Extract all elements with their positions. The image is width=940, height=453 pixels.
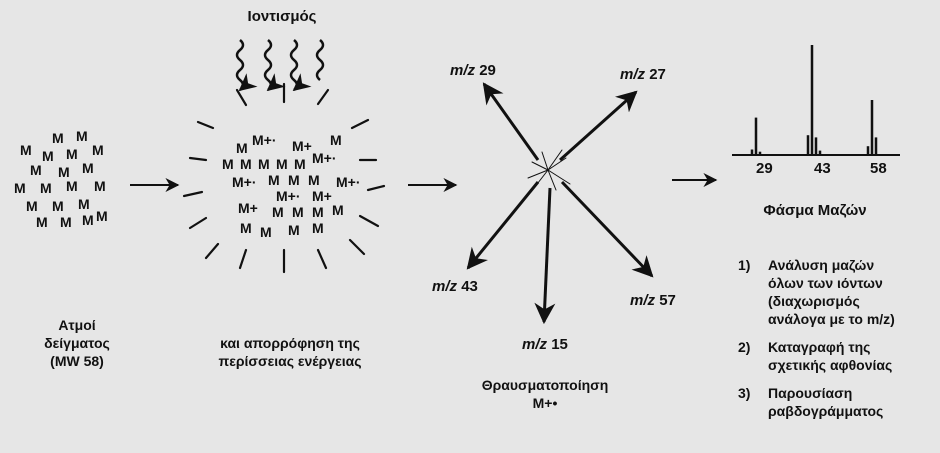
molecule: M (92, 142, 104, 158)
molecule: M (20, 142, 32, 158)
molecule: M (52, 198, 64, 214)
molecule: M (40, 180, 52, 196)
energy-rays (182, 82, 386, 274)
fragmentation-burst (527, 149, 571, 191)
ion: M+· (276, 188, 301, 204)
mass-spectrum (732, 45, 900, 156)
step-text: όλων των ιόντων (768, 275, 883, 291)
molecule: M (58, 164, 70, 180)
wavy-arrow (315, 39, 325, 81)
molecule: M (240, 220, 252, 236)
spectrum-tick-label: 29 (756, 160, 773, 177)
ionization-label: Ιοντισμός (247, 8, 317, 25)
step-text: Καταγραφή της (768, 339, 871, 355)
step-text: ανάλογα με το m/z) (768, 311, 895, 327)
molecule: M (260, 224, 272, 240)
molecule: M (312, 220, 324, 236)
step-number: 2) (738, 339, 751, 355)
step-item: 3) Παρουσίαση ραβδογράμματος (738, 384, 938, 420)
step-text: Ανάλυση μαζών (768, 257, 875, 273)
molecule: M (14, 180, 26, 196)
spectrum-tick-label: 43 (814, 160, 831, 177)
fragmentation-caption: Θραυσματοποίηση M+• (470, 376, 620, 412)
molecule: M (240, 156, 252, 172)
molecule: M (76, 128, 88, 144)
ion: M+· (252, 132, 277, 148)
molecule: M (66, 146, 78, 162)
ion: M+ (238, 200, 258, 216)
wavy-arrows (235, 39, 325, 92)
ion: M+· (232, 174, 257, 190)
molecule: M (78, 196, 90, 212)
molecule: M (288, 172, 300, 188)
molecule: M (268, 172, 280, 188)
molecule: M (272, 204, 284, 220)
step-text: σχετικής αφθονίας (768, 357, 893, 373)
wavy-arrow (263, 39, 286, 92)
fragment-arrow-29 (482, 82, 540, 161)
molecule: M (96, 208, 108, 224)
molecule: M (42, 148, 54, 164)
molecule: M (30, 162, 42, 178)
molecule: M (94, 178, 106, 194)
wavy-arrow (289, 39, 312, 92)
fragment-arrow-15 (534, 187, 556, 325)
sample-caption-line: Ατμοί (58, 317, 96, 333)
molecule: M (82, 212, 94, 228)
molecule: M (66, 178, 78, 194)
molecule: M (60, 214, 72, 230)
molecule: M (26, 198, 38, 214)
molecule: M (222, 156, 234, 172)
ion: M+· (312, 150, 337, 166)
fragment-label-27: m/z 27 (620, 66, 666, 83)
molecule: M (258, 156, 270, 172)
molecule: M (276, 156, 288, 172)
molecule: M (82, 160, 94, 176)
ion: M+ (292, 138, 312, 154)
molecule: M (294, 156, 306, 172)
step-text: Παρουσίαση (768, 385, 853, 401)
step-text: (διαχωρισμός (768, 293, 860, 309)
sample-caption-line: δείγματος (44, 335, 110, 351)
step-number: 1) (738, 257, 751, 273)
fragment-arrows (466, 82, 654, 325)
molecule: M (332, 202, 344, 218)
ion: M+ (312, 188, 332, 204)
spectrum-title: Φάσμα Μαζών (763, 202, 867, 219)
ion: M+· (336, 174, 361, 190)
molecule: M (52, 130, 64, 146)
fragment-label-29: m/z 29 (450, 62, 496, 79)
step-text: ραβδογράμματος (768, 403, 884, 419)
step-number: 3) (738, 385, 751, 401)
spectrum-tick-label: 58 (870, 160, 887, 177)
fragment-label-57: m/z 57 (630, 292, 676, 309)
fragment-arrow-57 (560, 180, 654, 278)
molecule: M (236, 140, 248, 156)
molecule: M (36, 214, 48, 230)
fragment-label-15: m/z 15 (522, 336, 568, 353)
fragment-arrow-43 (466, 181, 540, 270)
step-item: 1) Ανάλυση μαζών όλων των ιόντων (διαχωρ… (738, 256, 938, 328)
molecule: M (292, 204, 304, 220)
molecule: M (288, 222, 300, 238)
steps-list: 1) Ανάλυση μαζών όλων των ιόντων (διαχωρ… (738, 256, 938, 430)
molecule: M (312, 204, 324, 220)
fragment-label-43: m/z 43 (432, 278, 478, 295)
ionization-caption-line: και απορρόφηση της (220, 335, 360, 351)
fragmentation-caption-line: M+• (532, 395, 558, 411)
sample-caption-line: (MW 58) (50, 353, 104, 369)
step-item: 2) Καταγραφή της σχετικής αφθονίας (738, 338, 938, 374)
fragment-arrow-27 (558, 90, 638, 162)
ionization-caption-line: περίσσειας ενέργειας (218, 353, 362, 369)
molecule: M (308, 172, 320, 188)
fragmentation-caption-line: Θραυσματοποίηση (481, 377, 609, 393)
sample-caption: Ατμοί δείγματος (MW 58) (22, 316, 132, 370)
molecule: M (330, 132, 342, 148)
wavy-arrow (235, 39, 258, 92)
ionization-caption: και απορρόφηση της περίσσειας ενέργειας (180, 334, 400, 370)
